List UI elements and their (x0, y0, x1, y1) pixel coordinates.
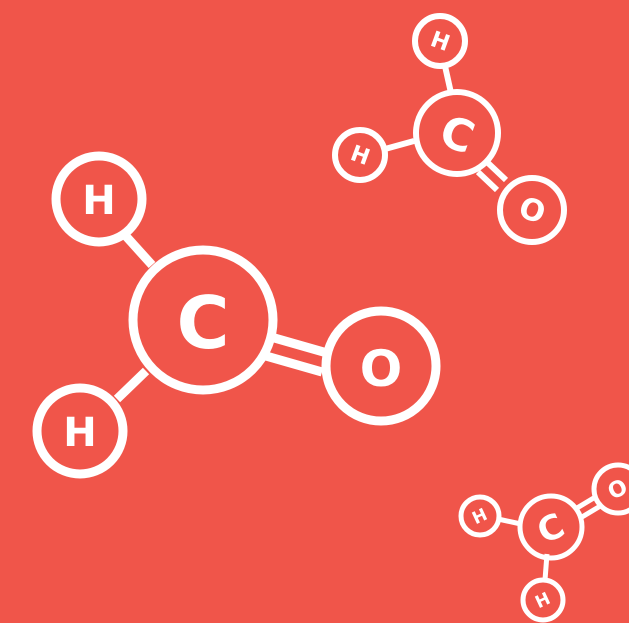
atom-c-label: C (177, 281, 230, 365)
atom-o-label: O (514, 190, 550, 232)
bond-c-o-double-b (475, 169, 500, 193)
atom-c-circle (413, 89, 501, 177)
bond-c-h-left (384, 138, 415, 152)
atom-c-circle (517, 493, 585, 561)
bond-c-h-top (120, 230, 156, 269)
atom-o-circle (497, 175, 567, 245)
atom-o-label: O (360, 340, 403, 398)
atom-h-top-circle (51, 151, 147, 247)
molecule-small (458, 462, 629, 623)
atom-h-top-label: H (82, 178, 115, 224)
bond-c-h-bottom (113, 367, 150, 403)
atom-h-top-label: H (427, 27, 453, 57)
atom-h-bottom-label: H (63, 410, 96, 456)
atom-h-left-circle (332, 127, 388, 183)
bond-c-o-double-a (269, 332, 329, 358)
atom-c-label: C (433, 106, 481, 165)
atom-h-bottom-circle (32, 383, 128, 479)
molecule-large (32, 151, 441, 479)
atom-h-bottom-label: H (532, 589, 553, 613)
atom-o-circle (321, 306, 441, 426)
bond-c-h-top (442, 65, 454, 94)
atom-o-label: O (604, 475, 629, 506)
atom-h-top-circle (412, 13, 468, 69)
molecule-medium (332, 13, 567, 245)
atom-o-circle (591, 462, 629, 516)
atom-h-left-label: H (469, 505, 490, 529)
atom-h-left-circle (458, 494, 502, 538)
bond-c-h-left (497, 516, 522, 527)
atom-c-label: C (531, 506, 571, 553)
bond-c-o-double-b (264, 351, 324, 377)
atom-c-circle (128, 245, 278, 395)
bond-c-o-double-a (484, 159, 509, 183)
atom-h-bottom-circle (520, 577, 566, 623)
atom-h-left-label: H (347, 141, 373, 171)
